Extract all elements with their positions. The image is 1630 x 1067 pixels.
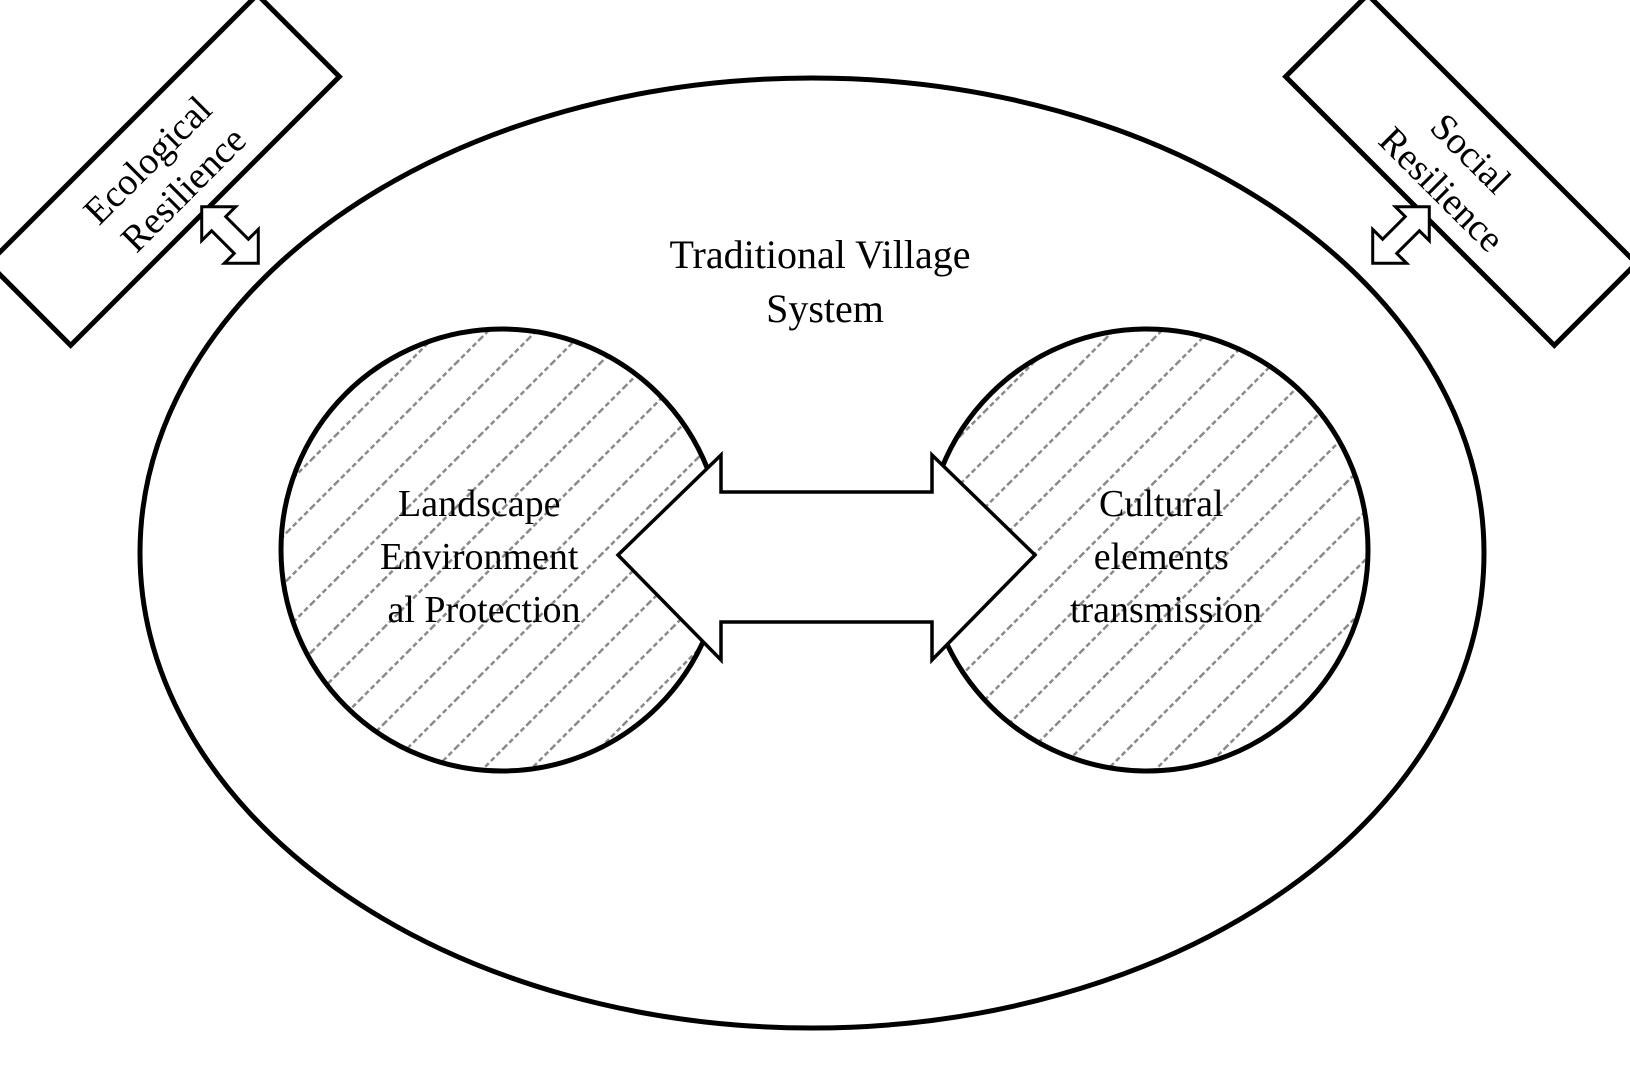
cultural-label-line2: elements xyxy=(1094,536,1229,578)
system-ellipse xyxy=(137,75,1487,1031)
landscape-label-line1: Landscape xyxy=(398,483,560,525)
system-label-line1: Traditional Village xyxy=(670,232,971,277)
system-label-line2: System xyxy=(766,286,884,331)
cultural-label: Cultural elements transmission xyxy=(1070,483,1262,631)
landscape-label-line3: al Protection xyxy=(387,589,580,631)
ecological-resilience-box: Ecological Resilience xyxy=(0,0,343,349)
system-label: Traditional Village System xyxy=(670,232,981,331)
landscape-label: Landscape Environment al Protection xyxy=(380,483,588,631)
ecological-link-arrow-icon xyxy=(200,205,260,265)
social-resilience-box: Social Resilience xyxy=(1282,0,1630,349)
landscape-label-line2: Environment xyxy=(380,536,579,578)
cultural-node xyxy=(923,326,1371,774)
cultural-label-line1: Cultural xyxy=(1099,483,1224,525)
social-link-arrow-icon xyxy=(1371,205,1431,265)
cultural-label-line3: transmission xyxy=(1070,589,1262,631)
double-arrow-icon xyxy=(615,450,1038,665)
